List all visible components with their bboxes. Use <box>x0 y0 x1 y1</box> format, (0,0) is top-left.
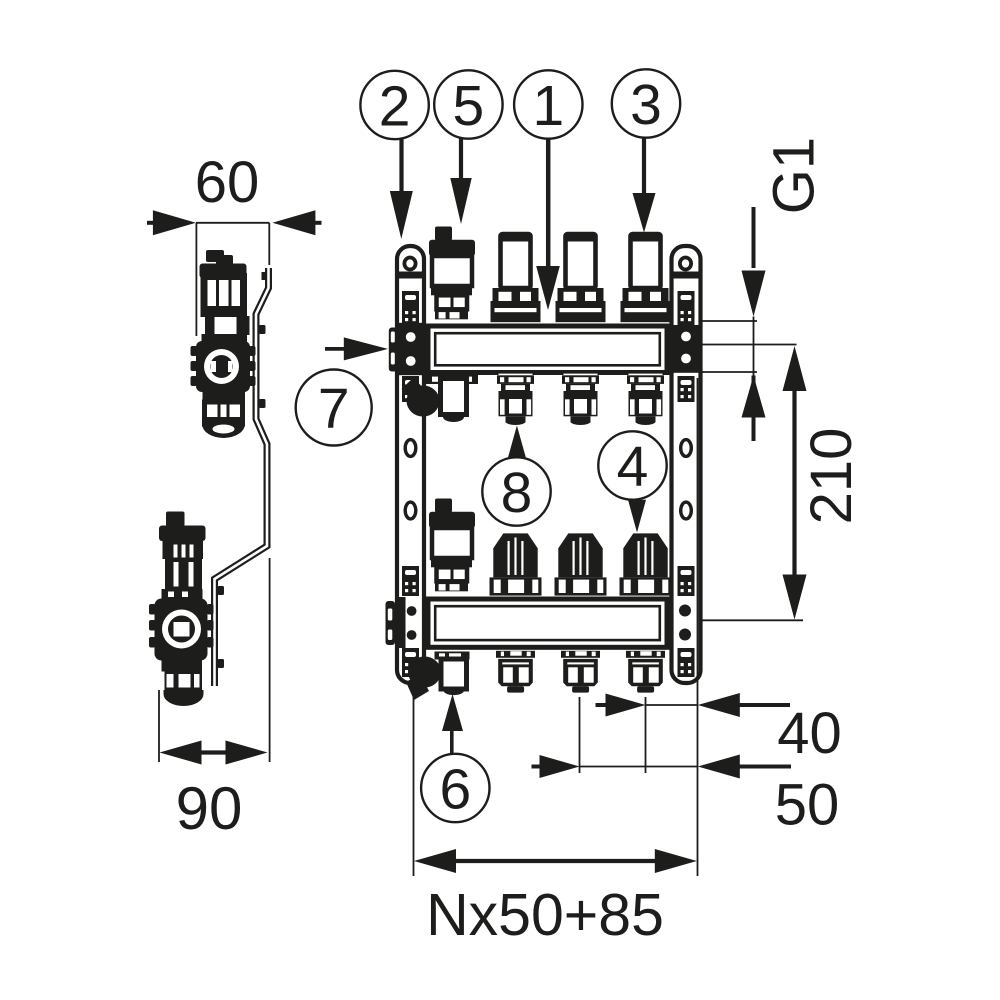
svg-text:8: 8 <box>501 461 533 525</box>
svg-text:3: 3 <box>630 73 662 137</box>
svg-text:G1: G1 <box>762 137 827 214</box>
svg-text:2: 2 <box>379 75 411 139</box>
svg-text:40: 40 <box>777 701 842 766</box>
svg-text:7: 7 <box>318 377 350 441</box>
svg-text:90: 90 <box>176 775 243 842</box>
svg-text:5: 5 <box>453 74 485 138</box>
svg-text:4: 4 <box>617 435 649 499</box>
svg-text:6: 6 <box>439 758 471 822</box>
svg-text:50: 50 <box>775 773 840 838</box>
svg-text:1: 1 <box>532 74 564 138</box>
svg-text:Nx50+85: Nx50+85 <box>426 882 664 948</box>
svg-text:210: 210 <box>799 428 864 525</box>
svg-text:60: 60 <box>195 150 260 215</box>
